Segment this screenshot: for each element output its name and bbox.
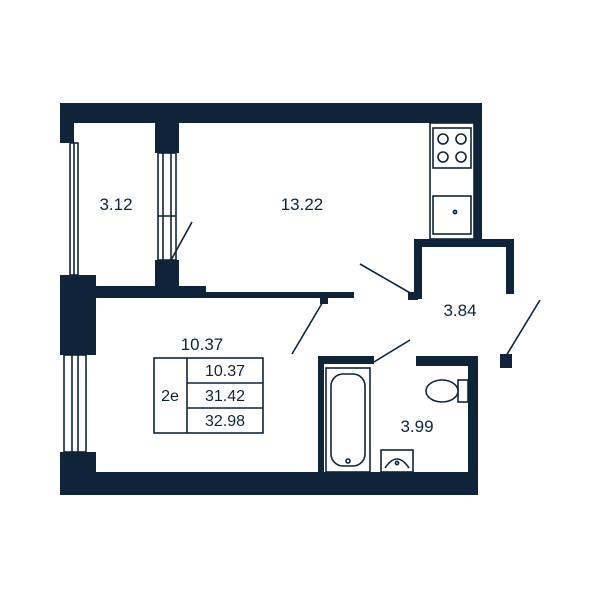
kitchen-fixtures: [429, 122, 475, 240]
wall-left-upper: [60, 103, 74, 143]
wall-right-lower: [468, 356, 478, 495]
door-balcony-swing: [169, 221, 193, 263]
area-summary-table: 2e 10.37 31.42 32.98: [153, 357, 264, 434]
door-bath-swing: [373, 339, 411, 363]
room-area-hallway: 3.84: [443, 301, 476, 320]
wall-top: [60, 103, 482, 123]
room-area-bedroom: 10.37: [181, 335, 224, 354]
toilet-icon: [425, 379, 469, 403]
wall-bottom: [60, 472, 478, 495]
window-bedroom: [63, 354, 87, 453]
door-kitchen-stop: [408, 292, 418, 300]
summary-table-border: [153, 357, 264, 434]
sink-icon: [432, 195, 472, 235]
wall-right-jog: [414, 239, 514, 247]
door-entrance-swing: [505, 299, 541, 357]
walls: [60, 103, 514, 495]
door-kitchen-swing: [359, 263, 413, 295]
apartment-type: 2e: [161, 388, 179, 405]
living-area-value: 10.37: [205, 363, 245, 380]
wall-hall-left: [414, 239, 422, 299]
window-kitchen-balcony: [157, 152, 177, 261]
doors: [169, 221, 541, 363]
stove-icon: [432, 127, 472, 169]
door-bedroom-stop: [320, 296, 328, 304]
wall-bath-top: [416, 356, 478, 366]
wall-right-jog-vert: [506, 239, 514, 294]
room-area-kitchen-living: 13.22: [281, 195, 324, 214]
bathroom-fixtures: [325, 367, 469, 473]
door-bedroom-swing: [291, 299, 325, 355]
room-area-bathroom: 3.99: [400, 417, 433, 436]
wall-bath-top-left: [318, 356, 374, 364]
bathtub-icon: [325, 367, 371, 473]
wall-partition-right: [206, 292, 354, 298]
wall-hall-stub: [500, 354, 512, 368]
total-with-balcony-value: 32.98: [205, 413, 245, 430]
wall-balcony-col-top: [155, 103, 179, 153]
wall-partition: [60, 286, 206, 298]
room-area-balcony: 3.12: [99, 195, 132, 214]
windows: [63, 142, 177, 453]
wall-right-upper: [474, 103, 482, 243]
wall-bath-left: [318, 356, 324, 476]
wall-balcony-col-bottom: [155, 260, 179, 290]
total-area-value: 31.42: [205, 388, 245, 405]
